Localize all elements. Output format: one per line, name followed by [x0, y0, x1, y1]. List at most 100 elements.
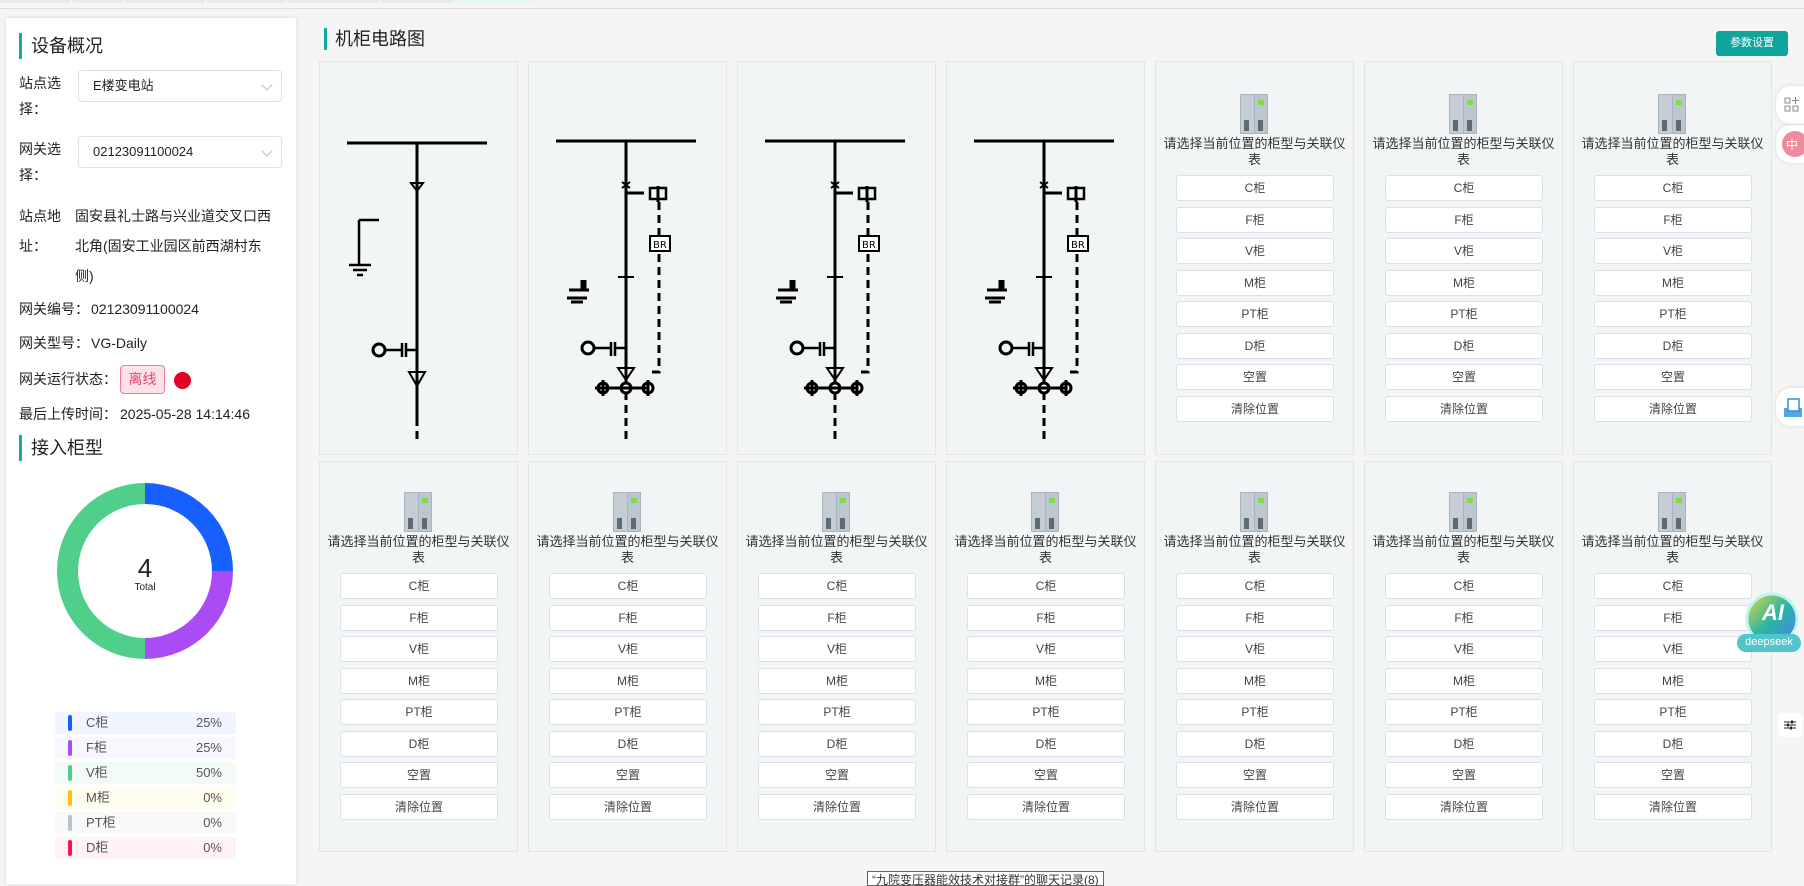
cabinet-option-button[interactable]: 空置: [1385, 762, 1543, 788]
cabinet-option-button[interactable]: D柜: [1176, 730, 1334, 757]
cabinet-option-button[interactable]: M柜: [758, 667, 916, 694]
legend-percent: 0%: [203, 790, 222, 805]
cabinet-option-button[interactable]: 清除位置: [549, 793, 707, 820]
cabinet-option-button[interactable]: D柜: [340, 730, 498, 757]
cabinet-prompt: 请选择当前位置的柜型与关联仪表: [1581, 136, 1764, 167]
svg-text:BR: BR: [1071, 240, 1085, 251]
cabinet-option-button[interactable]: M柜: [340, 667, 498, 694]
cabinet-option-button[interactable]: F柜: [549, 604, 707, 631]
cabinet-option-button[interactable]: 空置: [340, 762, 498, 788]
cabinet-option-button[interactable]: PT柜: [1176, 301, 1334, 327]
cabinet-option-button[interactable]: 清除位置: [1176, 793, 1334, 820]
feedback-button[interactable]: [1776, 388, 1804, 426]
cabinet-option-button[interactable]: 空置: [758, 762, 916, 788]
cabinet-option-button[interactable]: F柜: [1176, 206, 1334, 233]
tab[interactable]: [0, 0, 70, 3]
site-select[interactable]: E楼变电站: [78, 70, 282, 102]
cabinet-option-button[interactable]: 空置: [1594, 762, 1752, 788]
cabinet-option-button[interactable]: V柜: [340, 636, 498, 662]
apps-add-button[interactable]: [1776, 86, 1804, 124]
cabinet-option-button[interactable]: 空置: [549, 762, 707, 788]
cabinet-option-button[interactable]: C柜: [1176, 175, 1334, 201]
cabinet-option-button[interactable]: F柜: [1594, 604, 1752, 631]
ai-deepseek-button[interactable]: AI deepseek: [1737, 592, 1801, 654]
cabinet-option-button[interactable]: C柜: [549, 573, 707, 599]
cabinet-option-button[interactable]: D柜: [1594, 332, 1752, 359]
cabinet-option-button[interactable]: M柜: [1385, 269, 1543, 296]
cabinet-option-button[interactable]: V柜: [758, 636, 916, 662]
cabinet-option-button[interactable]: V柜: [1594, 636, 1752, 662]
cabinet-option-button[interactable]: M柜: [967, 667, 1125, 694]
cabinet-option-button[interactable]: 清除位置: [1594, 395, 1752, 422]
gateway-select[interactable]: 02123091100024: [78, 136, 282, 168]
cabinet-option-button[interactable]: PT柜: [1176, 699, 1334, 725]
cabinet-option-button[interactable]: V柜: [1594, 238, 1752, 264]
cabinet-option-button[interactable]: V柜: [1385, 636, 1543, 662]
cabinet-option-button[interactable]: PT柜: [340, 699, 498, 725]
cabinet-option-button[interactable]: 空置: [1176, 762, 1334, 788]
cabinet-option-button[interactable]: F柜: [1385, 206, 1543, 233]
param-settings-button[interactable]: 参数设置: [1716, 31, 1788, 56]
cabinet-option-button[interactable]: 清除位置: [758, 793, 916, 820]
cabinet-option-button[interactable]: F柜: [1594, 206, 1752, 233]
cabinet-option-button[interactable]: C柜: [1385, 175, 1543, 201]
cabinet-option-button[interactable]: V柜: [1176, 238, 1334, 264]
cabinet-option-button[interactable]: F柜: [758, 604, 916, 631]
tab-active[interactable]: [456, 0, 534, 3]
cabinet-option-button[interactable]: C柜: [340, 573, 498, 599]
chat-notice[interactable]: “九院变压器能效技术对接群”的聊天记录(8): [867, 871, 1104, 886]
cabinet-option-button[interactable]: C柜: [1385, 573, 1543, 599]
cabinet-option-button[interactable]: C柜: [1594, 175, 1752, 201]
cabinet-option-button[interactable]: D柜: [549, 730, 707, 757]
cabinet-option-button[interactable]: D柜: [1385, 332, 1543, 359]
cabinet-option-button[interactable]: V柜: [549, 636, 707, 662]
cabinet-prompt: 请选择当前位置的柜型与关联仪表: [1581, 534, 1764, 565]
cabinet-option-button[interactable]: C柜: [967, 573, 1125, 599]
cabinet-option-button[interactable]: 清除位置: [340, 793, 498, 820]
cabinet-option-button[interactable]: C柜: [1176, 573, 1334, 599]
cabinet-option-button[interactable]: D柜: [1176, 332, 1334, 359]
cabinet-option-button[interactable]: C柜: [758, 573, 916, 599]
cabinet-option-button[interactable]: PT柜: [1594, 301, 1752, 327]
cabinet-option-button[interactable]: PT柜: [758, 699, 916, 725]
tab[interactable]: [381, 0, 453, 3]
cabinet-option-button[interactable]: M柜: [1594, 667, 1752, 694]
cabinet-option-button[interactable]: 空置: [1176, 364, 1334, 390]
cabinet-option-button[interactable]: V柜: [1385, 238, 1543, 264]
cabinet-option-button[interactable]: 清除位置: [1176, 395, 1334, 422]
cabinet-option-button[interactable]: D柜: [758, 730, 916, 757]
cabinet-option-button[interactable]: F柜: [1176, 604, 1334, 631]
cabinet-option-button[interactable]: 空置: [1594, 364, 1752, 390]
cabinet-option-button[interactable]: F柜: [1385, 604, 1543, 631]
cabinet-option-button[interactable]: 空置: [967, 762, 1125, 788]
cabinet-option-button[interactable]: M柜: [1176, 269, 1334, 296]
cabinet-option-button[interactable]: F柜: [967, 604, 1125, 631]
cabinet-option-button[interactable]: PT柜: [1385, 699, 1543, 725]
cabinet-option-button[interactable]: 空置: [1385, 364, 1543, 390]
cabinet-option-button[interactable]: F柜: [340, 604, 498, 631]
cabinet-option-button[interactable]: V柜: [967, 636, 1125, 662]
tab[interactable]: [126, 0, 204, 3]
cabinet-option-button[interactable]: PT柜: [549, 699, 707, 725]
cabinet-option-button[interactable]: D柜: [1594, 730, 1752, 757]
cabinet-option-button[interactable]: M柜: [1176, 667, 1334, 694]
cabinet-option-button[interactable]: 清除位置: [967, 793, 1125, 820]
cabinet-option-button[interactable]: PT柜: [1385, 301, 1543, 327]
cabinet-option-button[interactable]: M柜: [1594, 269, 1752, 296]
tab[interactable]: [288, 0, 378, 3]
cabinet-option-button[interactable]: M柜: [549, 667, 707, 694]
cabinet-option-button[interactable]: 清除位置: [1594, 793, 1752, 820]
cabinet-option-button[interactable]: PT柜: [967, 699, 1125, 725]
settings-sliders-button[interactable]: [1778, 713, 1802, 737]
cabinet-option-button[interactable]: 清除位置: [1385, 793, 1543, 820]
cabinet-option-button[interactable]: D柜: [967, 730, 1125, 757]
cabinet-option-button[interactable]: PT柜: [1594, 699, 1752, 725]
cabinet-option-button[interactable]: V柜: [1176, 636, 1334, 662]
cabinet-option-button[interactable]: M柜: [1385, 667, 1543, 694]
cabinet-option-button[interactable]: 清除位置: [1385, 395, 1543, 422]
tab[interactable]: [207, 0, 285, 3]
cabinet-option-button[interactable]: D柜: [1385, 730, 1543, 757]
cabinet-option-button[interactable]: C柜: [1594, 573, 1752, 599]
translate-button[interactable]: 中: [1776, 125, 1804, 163]
tab[interactable]: [73, 0, 123, 3]
